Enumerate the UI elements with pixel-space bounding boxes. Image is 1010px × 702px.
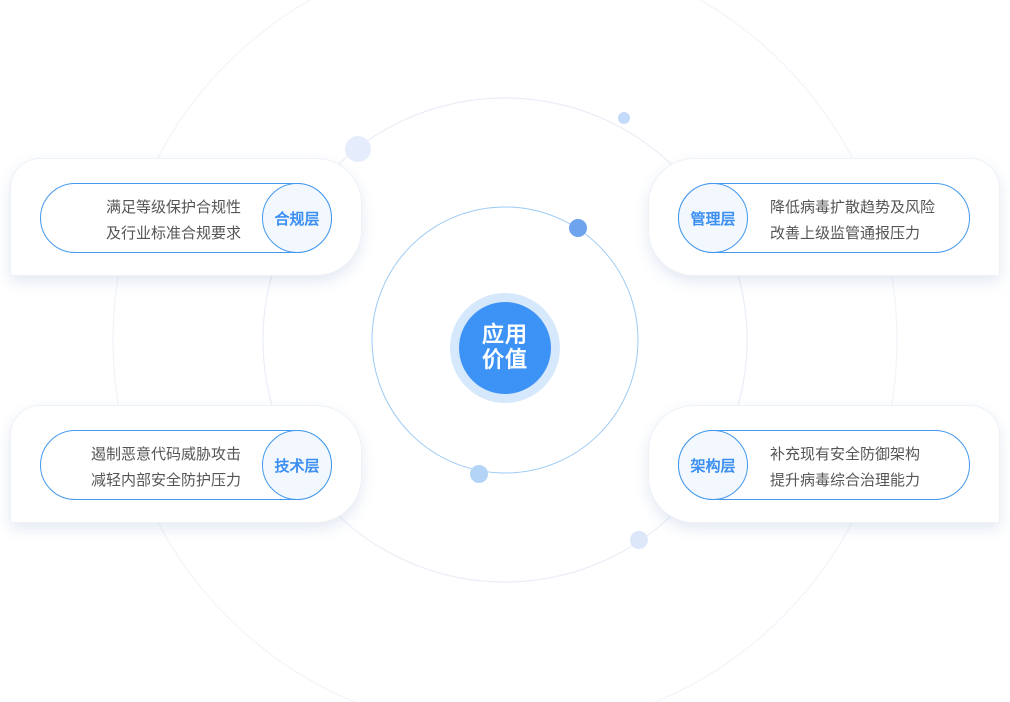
outer-ring bbox=[112, 0, 898, 702]
inner-ring bbox=[371, 206, 639, 474]
card-badge: 架构层 bbox=[678, 430, 748, 500]
card-description: 满足等级保护合规性 及行业标准合规要求 bbox=[106, 194, 241, 246]
card-description: 遏制恶意代码威胁攻击 减轻内部安全防护压力 bbox=[91, 441, 241, 493]
center-title-line1: 应用 bbox=[481, 323, 528, 348]
card-badge: 技术层 bbox=[262, 430, 332, 500]
card-badge: 管理层 bbox=[678, 183, 748, 253]
orbit-dot bbox=[618, 112, 630, 124]
card-technology: 遏制恶意代码威胁攻击 减轻内部安全防护压力 技术层 bbox=[10, 405, 362, 523]
card-text-line: 补充现有安全防御架构 bbox=[770, 445, 921, 463]
card-management: 管理层 降低病毒扩散趋势及风险 改善上级监管通报压力 bbox=[648, 158, 1000, 276]
card-pill: 架构层 补充现有安全防御架构 提升病毒综合治理能力 bbox=[678, 430, 970, 500]
orbit-dot bbox=[569, 219, 587, 237]
center-title-line2: 价值 bbox=[481, 348, 528, 373]
card-description: 降低病毒扩散趋势及风险 改善上级监管通报压力 bbox=[770, 194, 935, 246]
orbit-dot bbox=[470, 465, 488, 483]
middle-ring bbox=[262, 97, 748, 583]
orbit-dot bbox=[345, 136, 371, 162]
card-description: 补充现有安全防御架构 提升病毒综合治理能力 bbox=[770, 441, 920, 493]
card-text-line: 改善上级监管通报压力 bbox=[770, 224, 921, 242]
card-architecture: 架构层 补充现有安全防御架构 提升病毒综合治理能力 bbox=[648, 405, 1000, 523]
card-pill: 满足等级保护合规性 及行业标准合规要求 合规层 bbox=[40, 183, 332, 253]
card-text-line: 降低病毒扩散趋势及风险 bbox=[770, 198, 936, 216]
card-pill: 管理层 降低病毒扩散趋势及风险 改善上级监管通报压力 bbox=[678, 183, 970, 253]
orbit-dot bbox=[630, 531, 648, 549]
card-text-line: 遏制恶意代码威胁攻击 bbox=[90, 445, 241, 463]
card-badge: 合规层 bbox=[262, 183, 332, 253]
card-compliance: 满足等级保护合规性 及行业标准合规要求 合规层 bbox=[10, 158, 362, 276]
card-pill: 遏制恶意代码威胁攻击 减轻内部安全防护压力 技术层 bbox=[40, 430, 332, 500]
card-text-line: 减轻内部安全防护压力 bbox=[90, 471, 241, 489]
card-text-line: 及行业标准合规要求 bbox=[105, 224, 241, 242]
card-text-line: 满足等级保护合规性 bbox=[105, 198, 241, 216]
card-text-line: 提升病毒综合治理能力 bbox=[770, 471, 921, 489]
center-badge: 应用 价值 bbox=[459, 302, 551, 394]
